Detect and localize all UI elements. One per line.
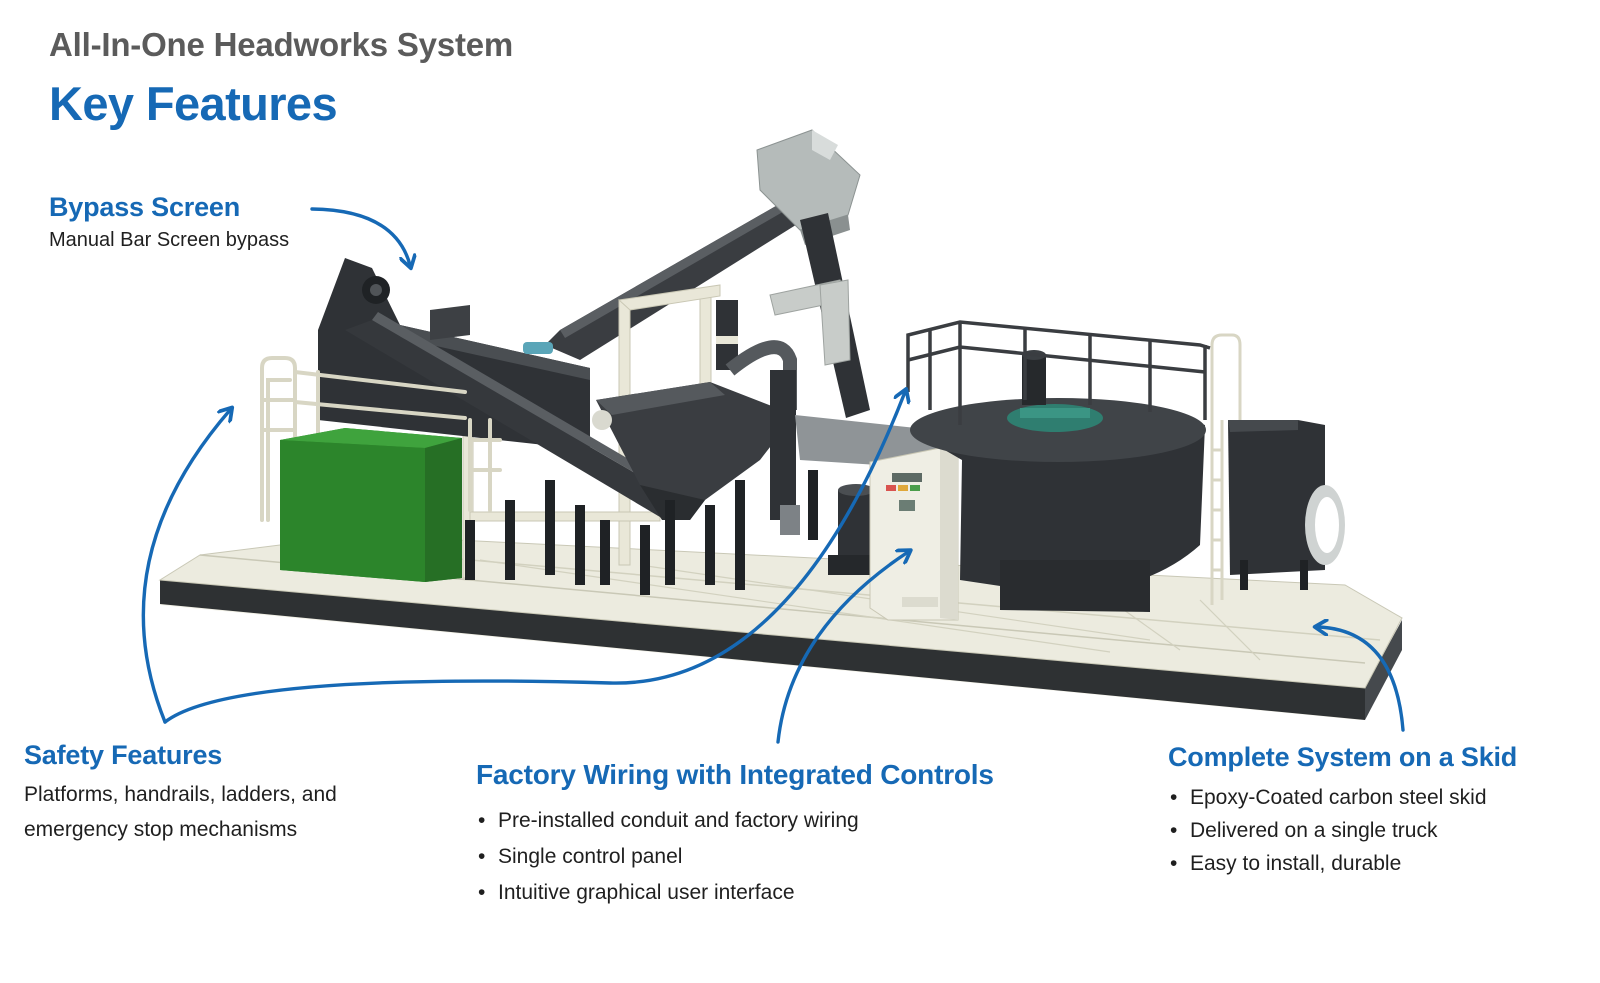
feature-factory-wiring: Factory Wiring with Integrated Controls … bbox=[476, 759, 994, 911]
main-treatment-tank bbox=[910, 350, 1206, 612]
bullet-item: Delivered on a single truck bbox=[1168, 814, 1517, 847]
bar-screen-channel bbox=[318, 258, 690, 520]
safety-arrow-left bbox=[141, 410, 230, 724]
feature-bullet-list: Epoxy-Coated carbon steel skid Delivered… bbox=[1168, 781, 1517, 880]
feature-skid: Complete System on a Skid Epoxy-Coated c… bbox=[1168, 742, 1517, 880]
feature-title: Bypass Screen bbox=[49, 192, 241, 222]
wiring-arrow bbox=[776, 552, 908, 744]
tank-handrail bbox=[906, 320, 1211, 425]
bullet-item: Epoxy-Coated carbon steel skid bbox=[1168, 781, 1517, 814]
page-title: Key Features bbox=[49, 77, 338, 130]
control-panel bbox=[869, 447, 959, 621]
safety-arrow-right bbox=[163, 392, 905, 724]
feature-bypass-screen: Bypass Screen Manual Bar Screen bypass bbox=[49, 192, 289, 255]
feature-title: Complete System on a Skid bbox=[1168, 742, 1518, 772]
green-dumpster bbox=[280, 428, 462, 582]
bullet-item: Intuitive graphical user interface bbox=[476, 875, 994, 911]
feature-title: Safety Features bbox=[24, 740, 223, 770]
callout-arrows bbox=[141, 207, 1405, 744]
bullet-item: Easy to install, durable bbox=[1168, 847, 1517, 880]
tank-ladder bbox=[1210, 333, 1242, 605]
bullet-item: Single control panel bbox=[476, 839, 994, 875]
skid-arrow bbox=[1318, 627, 1405, 732]
feature-description: Manual Bar Screen bypass bbox=[49, 229, 290, 251]
feature-description-line-1: Platforms, handrails, ladders, and bbox=[24, 783, 337, 806]
right-outlet-box bbox=[1228, 420, 1345, 590]
page-kicker: All-In-One Headworks System bbox=[49, 26, 514, 63]
feature-description-line-2: emergency stop mechanisms bbox=[24, 818, 298, 841]
feature-bullet-list: Pre-installed conduit and factory wiring… bbox=[476, 803, 994, 911]
feature-safety: Safety Features Platforms, handrails, la… bbox=[24, 740, 337, 847]
bullet-item: Pre-installed conduit and factory wiring bbox=[476, 803, 994, 839]
bypass-screen-arrow bbox=[310, 207, 410, 265]
feature-title: Factory Wiring with Integrated Controls bbox=[476, 759, 994, 790]
support-legs bbox=[465, 470, 818, 595]
